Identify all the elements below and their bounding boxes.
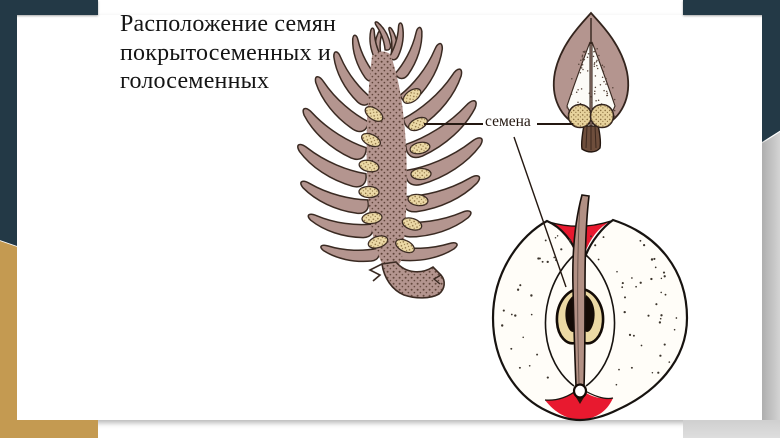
page-title: Расположение семян покрытосеменных и гол… [120,10,400,96]
pine-cone-section-illustration [296,21,484,299]
title-line-3: голосеменных [120,68,270,94]
ribbon-right-gray [762,132,780,420]
cone-seeds-right [395,88,432,254]
ribbon-bottom-left-gold [0,420,98,438]
ribbon-left-gold [0,241,17,438]
flesh-stipple [501,235,678,386]
title-line-1: Расположение семян [120,11,337,37]
leader-lines [424,123,573,288]
apple-cross-section-illustration [491,194,689,422]
seeds-label: семена [485,113,531,130]
ribbon-bottom-right-gray [683,420,780,438]
scale-seeds [567,103,615,129]
ribbon-right-teal [762,0,780,142]
title-line-2: покрытосеменных и [120,39,331,66]
ribbon-top-right-horizontal [683,0,780,15]
ribbon-top-left-horizontal [0,0,98,15]
ribbon-left-teal [0,0,17,246]
cone-seeds-left [358,106,389,249]
cone-scale-with-seeds-illustration [553,11,629,153]
